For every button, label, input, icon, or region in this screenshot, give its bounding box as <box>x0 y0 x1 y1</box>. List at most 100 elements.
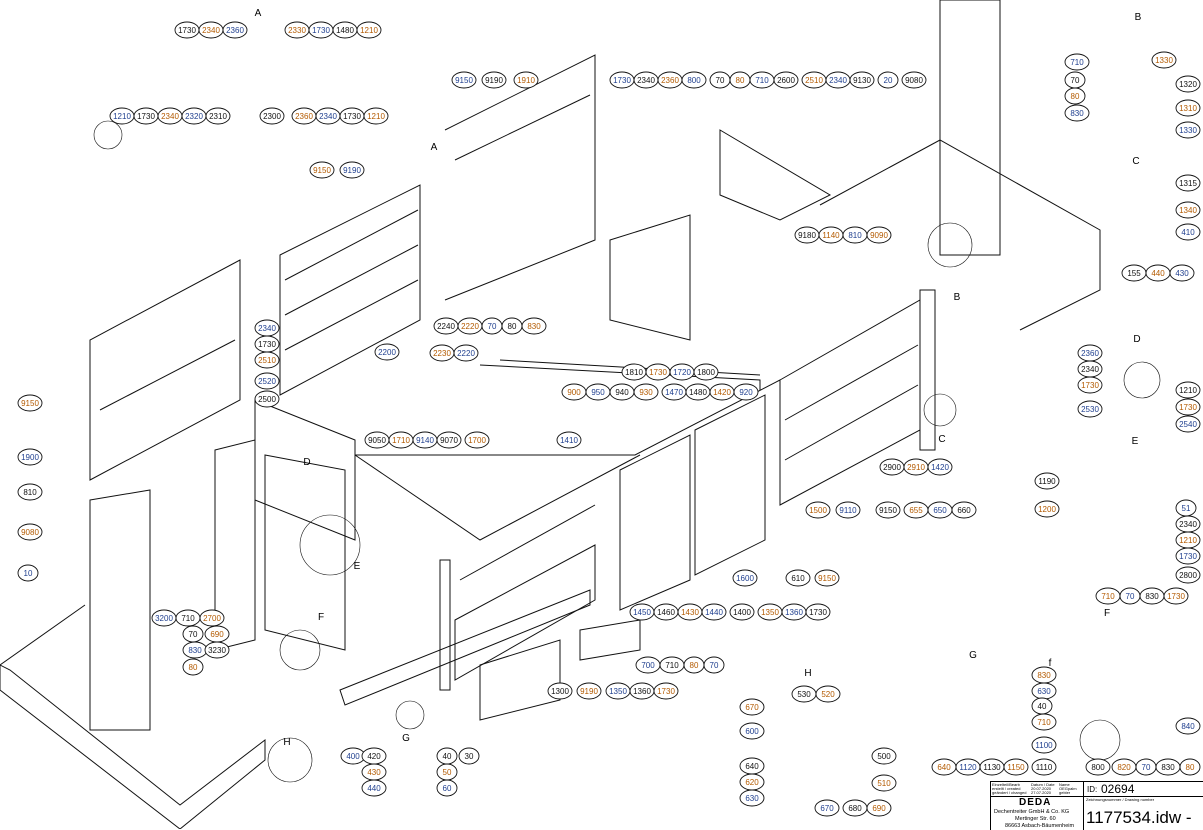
part-number-bubble: 9190 <box>481 71 507 89</box>
callout-group: 40 <box>1031 697 1053 715</box>
part-number: 9140 <box>416 436 434 445</box>
part-number-bubble: 2320 <box>181 107 207 125</box>
part-number: 650 <box>933 506 947 515</box>
part-number: 830 <box>1037 671 1051 680</box>
callout-group: 9150 <box>17 394 43 412</box>
part-number: 1300 <box>551 687 569 696</box>
part-number-bubble: 2230 <box>429 344 455 362</box>
part-number-bubble: 9150 <box>309 161 335 179</box>
detail-circle <box>267 737 313 783</box>
callout-group: 1330 <box>1175 121 1201 139</box>
callout-group: 80 <box>182 658 204 676</box>
frame-part-14 <box>454 94 591 161</box>
part-number: 1730 <box>1179 552 1197 561</box>
callout-group: 3230 <box>204 641 230 659</box>
callout-group: 60 <box>436 779 458 797</box>
callout-group: 1400 <box>729 603 755 621</box>
part-number-bubble: 2340 <box>254 319 280 337</box>
part-number-bubble: 510 <box>871 774 897 792</box>
part-number-bubble: 660 <box>951 501 977 519</box>
callout-group: 800 <box>1085 758 1111 776</box>
part-number: 1400 <box>733 608 751 617</box>
part-number-bubble: 2360 <box>291 107 317 125</box>
part-number-bubble: 800 <box>1085 758 1111 776</box>
callout-group: 1210 <box>1175 381 1201 399</box>
frame-part-7 <box>279 184 421 396</box>
detail-label-E: E <box>354 561 361 572</box>
part-number: 1310 <box>1179 104 1197 113</box>
part-number-bubble: 1110 <box>1031 758 1057 776</box>
detail-label-f: f <box>1049 658 1052 669</box>
part-number: 2300 <box>263 112 281 121</box>
frame-part-30 <box>439 559 451 691</box>
part-number-bubble: 710 <box>1031 713 1057 731</box>
part-number: 10 <box>24 569 33 578</box>
part-number-bubble: 51 <box>1175 499 1197 517</box>
part-number-bubble: 1400 <box>729 603 755 621</box>
part-number-bubble: 2340 <box>157 107 183 125</box>
part-number-bubble: 9050 <box>364 431 390 449</box>
company-street: Mertinger Str. 60 <box>1015 816 1056 822</box>
part-number-bubble: 1460 <box>653 603 679 621</box>
callout-group: 9090 <box>866 226 892 244</box>
part-number-bubble: 1200 <box>1034 500 1060 518</box>
callout-group: 1700 <box>464 431 490 449</box>
part-number: 70 <box>1142 763 1151 772</box>
part-number: 1710 <box>392 436 410 445</box>
callout-group: 9190 <box>576 682 602 700</box>
callout-group: 400 <box>340 747 366 765</box>
part-number-bubble: 2330 <box>284 21 310 39</box>
part-number: 1350 <box>609 687 627 696</box>
part-number-bubble: 2340 <box>825 71 851 89</box>
part-number: 610 <box>791 574 805 583</box>
part-number: 2340 <box>161 112 179 121</box>
part-number-bubble: 1300 <box>547 682 573 700</box>
part-number: 1730 <box>1081 381 1099 390</box>
part-number-bubble: 1150 <box>1003 758 1029 776</box>
part-number: 40 <box>443 752 452 761</box>
part-number: 420 <box>367 752 381 761</box>
part-number-bubble: 1210 <box>109 107 135 125</box>
part-number-bubble: 1700 <box>464 431 490 449</box>
callout-group: 670 <box>814 799 840 817</box>
part-number: 1730 <box>613 76 631 85</box>
company-name: Dechentreiter GmbH & Co. KG <box>994 809 1070 815</box>
callout-group: 9080 <box>901 71 927 89</box>
part-number-bubble: 710 <box>659 656 685 674</box>
part-number-bubble: 1730 <box>1163 587 1189 605</box>
part-number: 1470 <box>665 388 683 397</box>
part-number-bubble: 830 <box>1139 587 1165 605</box>
part-number: 800 <box>1091 763 1105 772</box>
frame-part-27 <box>254 399 356 541</box>
part-number-bubble: 1730 <box>1175 398 1201 416</box>
part-number-bubble: 620 <box>739 773 765 791</box>
part-number: 810 <box>848 231 862 240</box>
part-number-bubble: 1730 <box>645 363 671 381</box>
detail-circle <box>927 222 973 268</box>
part-number: 1480 <box>336 26 354 35</box>
part-number-bubble: 40 <box>436 747 458 765</box>
part-number: 1130 <box>983 763 1001 772</box>
part-number: 1340 <box>1179 206 1197 215</box>
part-number: 70 <box>716 76 725 85</box>
part-number-bubble: 9070 <box>436 431 462 449</box>
part-number-bubble: 400 <box>340 747 366 765</box>
part-number-bubble: 9190 <box>576 682 602 700</box>
callout-group: 20 <box>877 71 899 89</box>
part-number-bubble: 430 <box>1169 264 1195 282</box>
part-number: 710 <box>181 614 195 623</box>
part-number: 940 <box>615 388 629 397</box>
part-number: 1350 <box>761 608 779 617</box>
part-number-bubble: 530 <box>791 685 817 703</box>
callout-group: 1600 <box>732 569 758 587</box>
part-number: 640 <box>937 763 951 772</box>
callout-group: 9150 <box>309 161 335 179</box>
part-number: 9080 <box>905 76 923 85</box>
part-number: 2340 <box>319 112 337 121</box>
part-number: 70 <box>710 661 719 670</box>
